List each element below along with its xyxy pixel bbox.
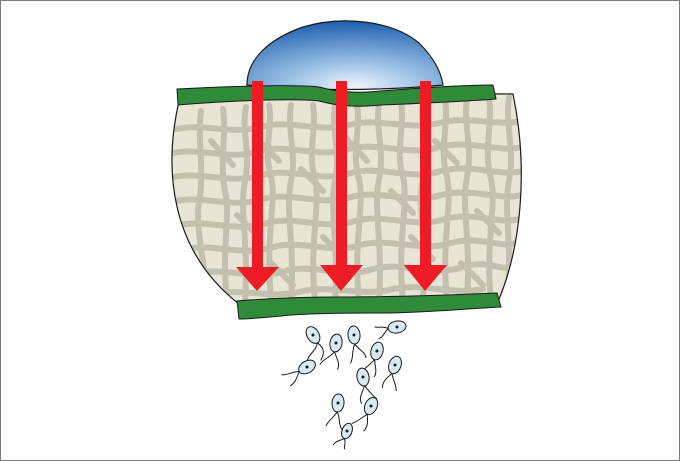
zoospore — [281, 357, 318, 387]
zoospores — [281, 320, 407, 450]
zoospore — [351, 394, 380, 432]
zoospore — [347, 325, 366, 363]
zoospore — [374, 320, 407, 339]
zoospore — [380, 354, 407, 392]
water-droplet — [247, 21, 443, 90]
zoospore — [333, 421, 354, 450]
zoospore — [326, 393, 345, 429]
